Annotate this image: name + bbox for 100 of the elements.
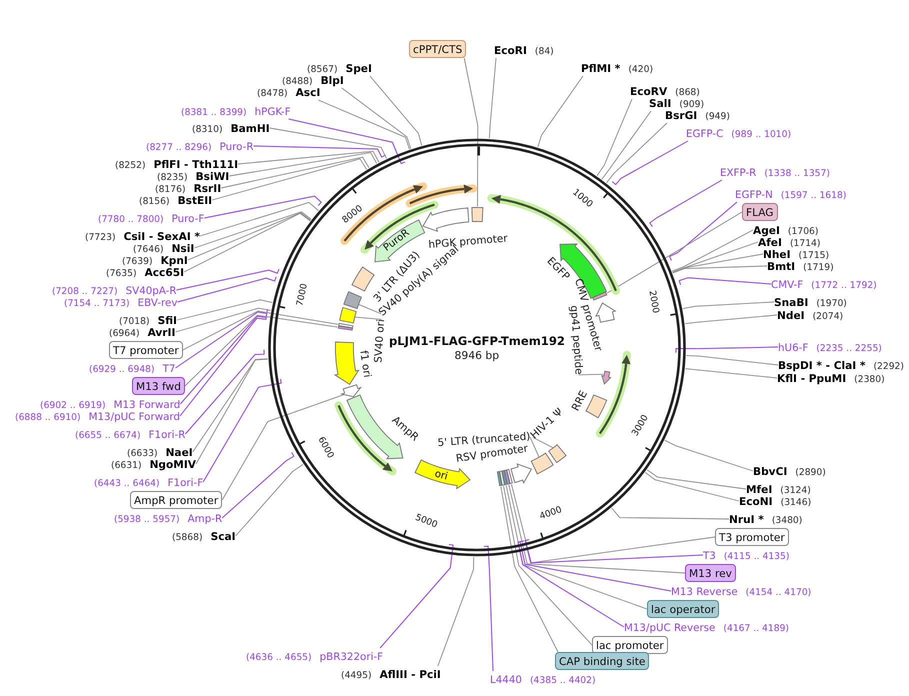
primer-label: EGFP-N (1597 .. 1618) xyxy=(735,186,846,202)
restriction-site-label: EcoRI (84) xyxy=(494,42,554,58)
feature-label: AmpR promoter xyxy=(130,491,222,509)
restriction-site-label: NdeI (2074) xyxy=(777,307,844,323)
feature-label: lac operator xyxy=(647,600,720,618)
leader-line xyxy=(200,202,319,236)
feature-label: CAP binding site xyxy=(555,652,650,670)
feature-mark xyxy=(496,471,502,486)
scale-label: 2000 xyxy=(646,290,660,314)
primer-label: EXFP-R (1338 .. 1357) xyxy=(720,164,830,180)
orf-arc xyxy=(406,184,478,208)
restriction-site-label: KflI - PpuMI (2380) xyxy=(777,370,885,386)
feature-box xyxy=(339,306,357,324)
leader-line xyxy=(672,230,754,272)
leader-line xyxy=(537,76,584,148)
leader-line xyxy=(358,304,382,314)
primer-label: CMV-F (1772 .. 1792) xyxy=(771,276,877,292)
leader-line xyxy=(380,544,454,648)
leader-line xyxy=(176,268,280,290)
leader-line xyxy=(684,368,778,378)
leader-line xyxy=(176,276,277,302)
leader-line xyxy=(606,212,742,294)
feature-label: M13 fwd xyxy=(132,377,185,395)
leader-line xyxy=(194,211,312,248)
plasmid-name: pLJM1-FLAG-GFP-Tmem192 xyxy=(389,335,565,349)
leader-line xyxy=(508,484,686,574)
primer-label: (4636 .. 4655) pBR322ori-F xyxy=(246,648,384,664)
restriction-site-label: AgeI (1706) xyxy=(753,222,818,238)
leader-line xyxy=(220,156,370,188)
leader-line xyxy=(174,308,272,332)
primer-label: (5938 .. 5957) Amp-R xyxy=(114,510,222,526)
leader-line xyxy=(341,88,412,150)
feature-name: RRE xyxy=(570,388,590,413)
feature-name: f1 ori xyxy=(357,350,374,378)
leader-line xyxy=(503,486,592,646)
primer-label: hU6-F (2235 .. 2255) xyxy=(778,339,882,355)
leader-line xyxy=(212,158,368,200)
leader-line xyxy=(464,58,478,207)
leader-line xyxy=(601,110,652,180)
leader-line xyxy=(578,374,604,376)
orf-arc xyxy=(596,350,631,438)
leader-line xyxy=(672,242,758,273)
leader-line xyxy=(532,436,554,448)
leader-line xyxy=(235,464,304,536)
leader-line xyxy=(511,484,716,564)
leader-line xyxy=(500,486,558,652)
leader-line xyxy=(184,349,265,434)
leader-line xyxy=(611,508,730,520)
primer-label: M13/pUC Reverse (4167 .. 4189) xyxy=(624,619,790,635)
primer-label: (6929 .. 6948) T7 xyxy=(89,360,176,376)
feature-label: M13 rev xyxy=(685,564,736,582)
leader-line xyxy=(530,436,540,458)
leader-line xyxy=(182,310,338,350)
primer-label: T3 (4115 .. 4135) xyxy=(703,547,790,563)
leader-line xyxy=(222,452,294,518)
leader-line xyxy=(686,355,778,366)
scale-label: 4000 xyxy=(538,504,564,523)
feature-name: SV40 ori xyxy=(372,319,388,364)
leader-line xyxy=(354,316,382,320)
leader-line xyxy=(204,196,322,218)
plasmid-size: 8946 bp xyxy=(454,350,500,362)
leader-line xyxy=(288,118,406,164)
restriction-site-label: BbvCI (2890) xyxy=(753,463,826,479)
primer-label: (6655 .. 6674) F1ori-R xyxy=(75,426,186,442)
leader-line xyxy=(675,346,778,354)
restriction-site-label: (8310) BamHI xyxy=(192,120,270,136)
feature-box xyxy=(530,452,554,474)
restriction-site-label: PflMI * (420) xyxy=(581,60,654,76)
leader-line xyxy=(672,254,764,273)
leader-line xyxy=(518,540,624,628)
leader-line xyxy=(678,277,772,286)
leader-line xyxy=(174,308,268,368)
feature-box xyxy=(548,444,567,464)
leader-line xyxy=(196,358,268,464)
restriction-site-label: (4495) AflIII - PciI xyxy=(341,666,441,682)
feature-label: cPPT/CTS xyxy=(409,40,466,58)
leader-line xyxy=(184,314,338,386)
leader-line xyxy=(176,299,273,320)
primer-label: L4440 (4385 .. 4402) xyxy=(490,671,596,687)
leader-line xyxy=(644,472,740,502)
restriction-site-label: BspDI * - ClaI * (2292) xyxy=(778,357,904,373)
scale-label: 6000 xyxy=(315,435,336,461)
restriction-site-label: (5868) ScaI xyxy=(172,528,236,544)
leader-line xyxy=(202,378,282,482)
restriction-site-label: SnaBI (1970) xyxy=(774,294,847,310)
leader-line xyxy=(664,440,754,472)
feature-box xyxy=(343,291,362,310)
restriction-site-label: NruI * (3480) xyxy=(729,511,802,527)
leader-line xyxy=(672,266,768,274)
leader-line xyxy=(228,152,378,176)
feature-label: FLAG xyxy=(742,203,778,221)
leader-line xyxy=(269,128,387,160)
leader-line xyxy=(520,540,672,592)
leader-line xyxy=(253,146,386,158)
feature-label: lac promoter xyxy=(592,636,668,654)
leader-line xyxy=(682,302,774,310)
leader-line xyxy=(669,202,738,262)
primer-label: EGFP-C (989 .. 1010) xyxy=(686,125,792,141)
leader-line xyxy=(483,546,494,672)
leader-line xyxy=(437,556,474,666)
